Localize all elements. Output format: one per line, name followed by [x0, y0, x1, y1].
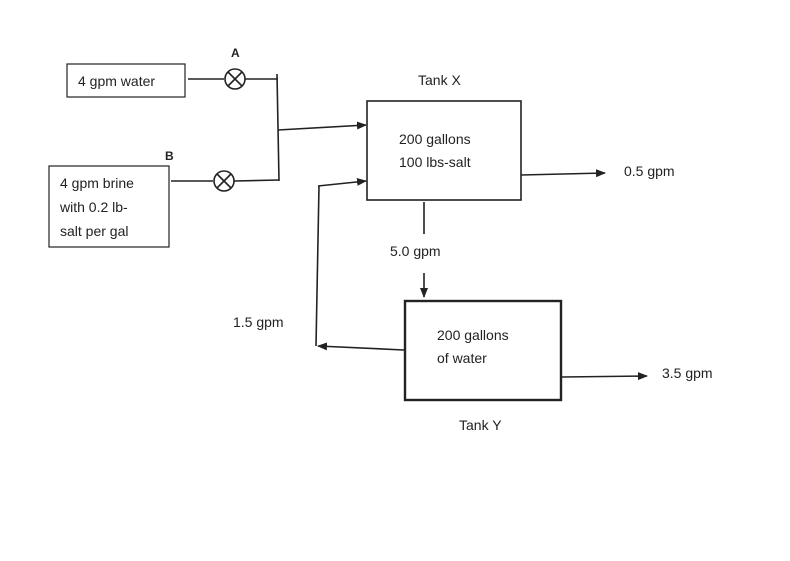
valve-a-icon: [224, 68, 246, 90]
recycle-arrow: [317, 342, 405, 351]
tank-y-name: Tank Y: [459, 417, 502, 433]
brine-inlet-box: [48, 165, 170, 248]
tank-x-line1: 200 gallons: [399, 131, 471, 147]
water-inlet-box: [66, 63, 186, 98]
tank-x-box: [366, 100, 522, 201]
tank-y-box: [403, 299, 563, 402]
tank-y-line2: of water: [437, 350, 487, 366]
brine-pipe-right: [233, 179, 280, 182]
junction-pipe: [276, 73, 280, 182]
tank-x-outflow-label: 0.5 gpm: [624, 163, 675, 179]
feed-arrow: [277, 121, 367, 131]
brine-inlet-line2: with 0.2 lb-: [59, 199, 128, 215]
x-to-y-flow-label: 5.0 gpm: [390, 243, 441, 259]
tank-y-line1: 200 gallons: [437, 327, 509, 343]
recycle-return-arrow: [317, 177, 367, 187]
valve-b-label: B: [165, 149, 174, 163]
water-inlet-label: 4 gpm water: [78, 73, 155, 89]
valve-b-icon: [213, 170, 235, 192]
tank-x-name: Tank X: [418, 72, 461, 88]
brine-inlet-line1: 4 gpm brine: [60, 175, 134, 191]
brine-inlet-line3: salt per gal: [60, 223, 128, 239]
tank-y-outflow-label: 3.5 gpm: [662, 365, 713, 381]
recycle-riser: [315, 185, 320, 347]
tank-x-line2: 100 lbs-salt: [399, 154, 471, 170]
tank-y-outflow-arrow: [561, 372, 648, 381]
valve-a-label: A: [231, 46, 240, 60]
tank-x-outflow-arrow: [520, 169, 606, 178]
recycle-flow-label: 1.5 gpm: [233, 314, 284, 330]
